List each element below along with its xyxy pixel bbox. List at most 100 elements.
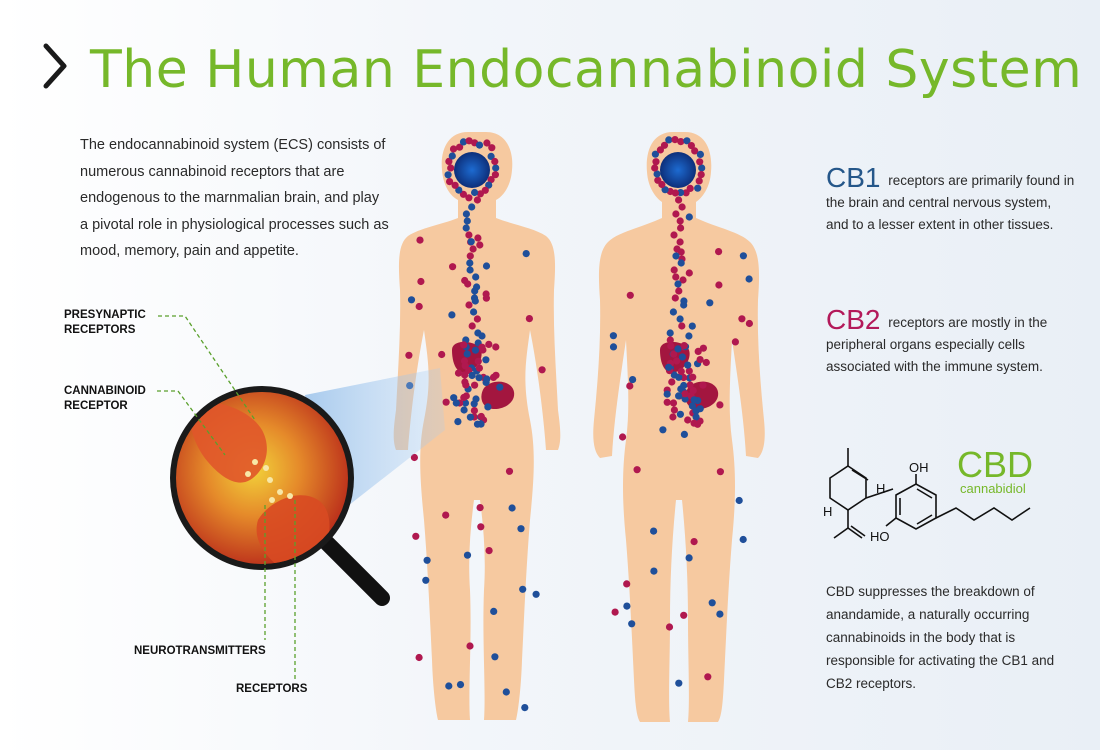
receptor-dot [735, 496, 743, 505]
magnifying-glass-icon [170, 386, 390, 606]
receptor-dot [416, 236, 424, 244]
receptor-dot [686, 381, 694, 389]
receptor-dot [452, 399, 460, 407]
receptor-dot [678, 322, 686, 330]
receptor-dot [699, 381, 707, 389]
receptor-dot [739, 535, 747, 544]
receptor-dot [476, 504, 484, 512]
receptor-dot [487, 152, 495, 160]
receptor-dot [466, 252, 474, 260]
receptor-dot [680, 301, 688, 309]
receptor-dot [702, 358, 710, 367]
receptor-dot [676, 410, 685, 418]
receptor-dot [460, 393, 468, 402]
cb2-block: CB2 receptors are mostly in the peripher… [826, 306, 1076, 378]
receptor-dot [666, 336, 674, 344]
callout-neurotransmitters: NEUROTRANSMITTERS [134, 645, 266, 657]
receptor-dot [716, 610, 724, 618]
receptor-dot [538, 366, 546, 374]
receptor-dot [652, 158, 660, 166]
receptor-dot [675, 287, 683, 295]
receptor-dot [668, 378, 676, 386]
male-brain [660, 152, 696, 188]
receptor-dot [695, 177, 703, 185]
receptor-dot [471, 287, 479, 295]
receptor-dot [482, 262, 491, 270]
callout-presynaptic-line1: PRESYNAPTIC [64, 309, 146, 321]
receptor-dot [629, 376, 637, 384]
receptor-dot [449, 263, 457, 271]
receptor-dot [683, 137, 691, 145]
receptor-dot [739, 252, 748, 260]
receptor-dot [677, 248, 685, 256]
receptor-dot [673, 357, 681, 365]
receptor-dot [675, 392, 683, 400]
receptor-dot [697, 171, 705, 179]
receptor-dot [463, 551, 472, 559]
male-body [593, 132, 765, 722]
receptor-dot [459, 190, 467, 198]
receptor-dot [626, 382, 634, 390]
receptor-dot [468, 203, 476, 211]
receptor-dot [633, 466, 641, 474]
receptor-dot [456, 143, 464, 151]
receptor-dot [694, 347, 702, 355]
receptor-dot [473, 420, 482, 428]
cbd-subtitle: cannabidiol [960, 481, 1026, 496]
receptor-dot [690, 396, 698, 404]
receptor-dot [461, 399, 470, 407]
receptor-dot [666, 329, 674, 337]
receptor-dot [451, 181, 459, 189]
receptor-dot [502, 688, 510, 696]
cb2-text: receptors are mostly in the peripheral o… [826, 315, 1048, 374]
receptor-dot [670, 406, 679, 414]
receptor-dot [677, 189, 685, 197]
receptor-dot [708, 599, 716, 607]
receptor-dot [738, 315, 746, 323]
receptor-dot [521, 704, 529, 712]
receptor-dot [661, 186, 669, 194]
receptor-dot [671, 136, 679, 144]
receptor-dot [684, 361, 692, 369]
receptor-dot [415, 302, 423, 311]
receptor-dot [670, 266, 678, 274]
receptor-dot [665, 363, 673, 371]
receptor-dot [454, 369, 463, 377]
callout-cannabinoid-receptor: CANNABINOID RECEPTOR [64, 384, 146, 414]
receptor-dot [665, 623, 674, 631]
receptor-dot [663, 390, 671, 398]
cb2-title: CB2 [826, 304, 881, 335]
receptor-dot [478, 332, 486, 340]
receptor-dot [483, 375, 491, 383]
receptor-dot [699, 344, 708, 352]
receptor-dot [685, 367, 693, 375]
receptor-dot [694, 184, 702, 192]
receptor-dot [690, 419, 698, 427]
receptor-dot [475, 364, 483, 372]
receptor-dot [679, 276, 687, 284]
intro-paragraph: The endocannabinoid system (ECS) consist… [80, 137, 389, 259]
callout-lines [157, 315, 296, 680]
receptor-dot [462, 381, 470, 389]
receptor-dot [681, 390, 689, 398]
receptor-dot [422, 576, 430, 584]
callout-cannabinoid-line1: CANNABINOID [64, 385, 146, 397]
receptor-dot [678, 203, 686, 211]
receptor-dot [623, 602, 631, 610]
receptor-dot [459, 138, 468, 146]
receptor-dot [665, 136, 673, 144]
receptor-dot [468, 371, 476, 380]
receptor-dot [706, 299, 714, 307]
receptor-dot [485, 547, 493, 555]
receptor-dot [654, 176, 662, 184]
receptor-dot [482, 356, 490, 364]
receptor-dot [688, 322, 696, 330]
receptor-dot [677, 224, 685, 232]
receptor-dot [670, 350, 678, 358]
atom-ho: HO [870, 529, 890, 544]
receptor-dot [492, 343, 500, 351]
receptor-dot [444, 171, 452, 179]
receptor-dot [685, 213, 693, 221]
receptor-dot [466, 413, 474, 421]
